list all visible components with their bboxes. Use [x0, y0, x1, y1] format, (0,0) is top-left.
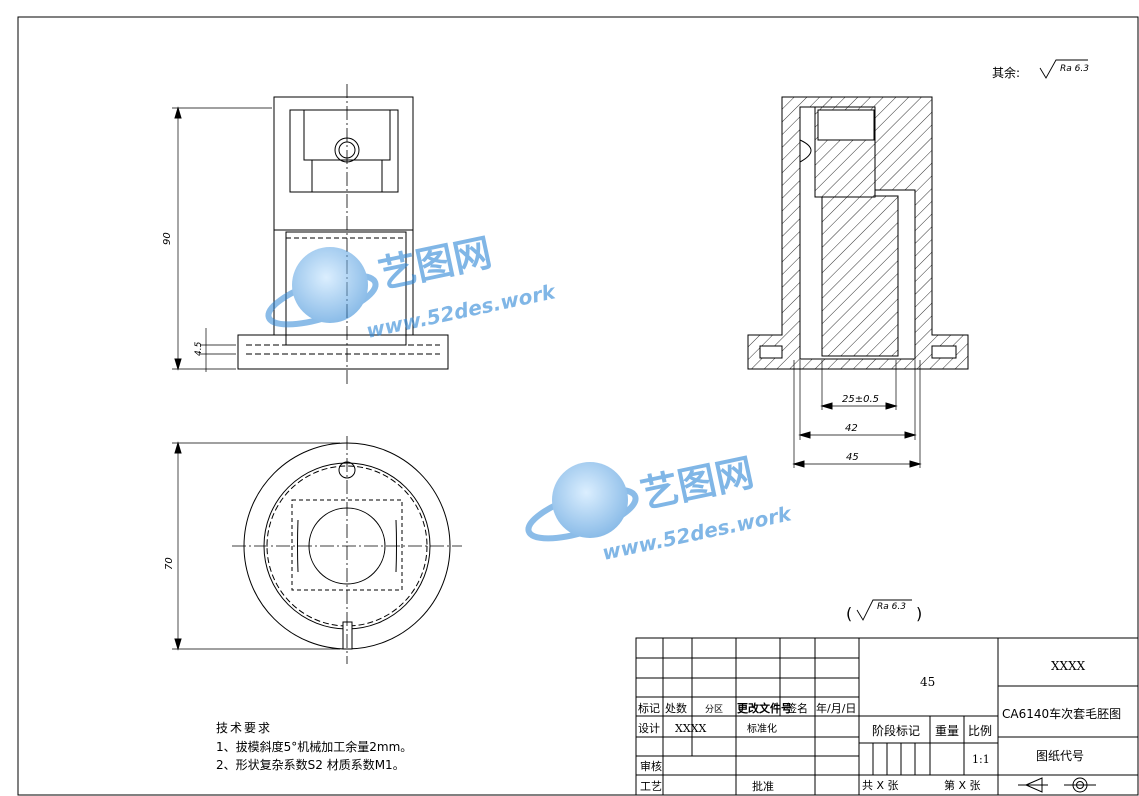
surface-note-prefix: 其余:	[992, 65, 1020, 80]
paren-close: )	[916, 604, 922, 623]
watermark-logo-1	[265, 247, 379, 328]
rev-header-doc: 更改文件号	[737, 701, 792, 715]
paren-open: (	[846, 604, 852, 623]
review-label: 审核	[640, 759, 662, 773]
tech-item-2: 2、形状复杂系数S2 材质系数M1。	[216, 757, 405, 772]
drawing-name: CA6140车次套毛胚图	[1002, 706, 1121, 721]
roughness-symbol-bottom	[856, 599, 912, 621]
surface-roughness: Ra 6.3	[1060, 64, 1089, 74]
title-block	[635, 637, 1139, 796]
dim-70-label: 70	[164, 557, 175, 570]
tech-item-1: 1、拔模斜度5°机械加工余量2mm。	[216, 739, 412, 754]
sheet-border	[17, 16, 1139, 796]
sheet-number: 第 X 张	[944, 778, 981, 792]
standard-label: 标准化	[747, 722, 777, 735]
total-sheets: 共 X 张	[862, 779, 899, 792]
dim-45-label: 45	[846, 452, 859, 463]
weight-label: 重量	[935, 724, 959, 738]
bottom-roughness: Ra 6.3	[877, 602, 906, 612]
rev-header-count: 处数	[665, 702, 687, 715]
front-view	[172, 84, 449, 384]
top-view	[172, 436, 462, 664]
dim-90-label: 90	[162, 232, 173, 245]
watermark-brand-1: 艺图网	[375, 230, 496, 297]
scale-value: 1:1	[972, 753, 990, 766]
dim-25-label: 25±0.5	[842, 394, 879, 405]
tech-title: 技术要求	[216, 721, 272, 735]
design-label: 设计	[638, 722, 660, 735]
rev-header-zone: 分区	[705, 704, 723, 715]
roughness-symbol-top	[1039, 59, 1088, 79]
section-view	[747, 96, 969, 468]
process-label: 工艺	[640, 780, 662, 793]
dim-42-label: 42	[845, 423, 858, 434]
rev-header-mark: 标记	[638, 701, 660, 715]
company-name: XXXX	[1051, 659, 1086, 673]
rev-header-date: 年/月/日	[816, 701, 856, 715]
rev-header-sign: 签名	[786, 701, 808, 715]
watermark-brand-2: 艺图网	[637, 450, 758, 517]
design-value: XXXX	[675, 722, 706, 735]
drawing-code-label: 图纸代号	[1036, 749, 1084, 763]
dim-4-5-label: 4.5	[194, 341, 204, 356]
material-value: 45	[920, 675, 935, 689]
watermark-logo-2	[525, 462, 639, 542]
scale-label: 比例	[968, 724, 992, 738]
approve-label: 批准	[752, 779, 774, 793]
stage-label: 阶段标记	[872, 723, 920, 738]
